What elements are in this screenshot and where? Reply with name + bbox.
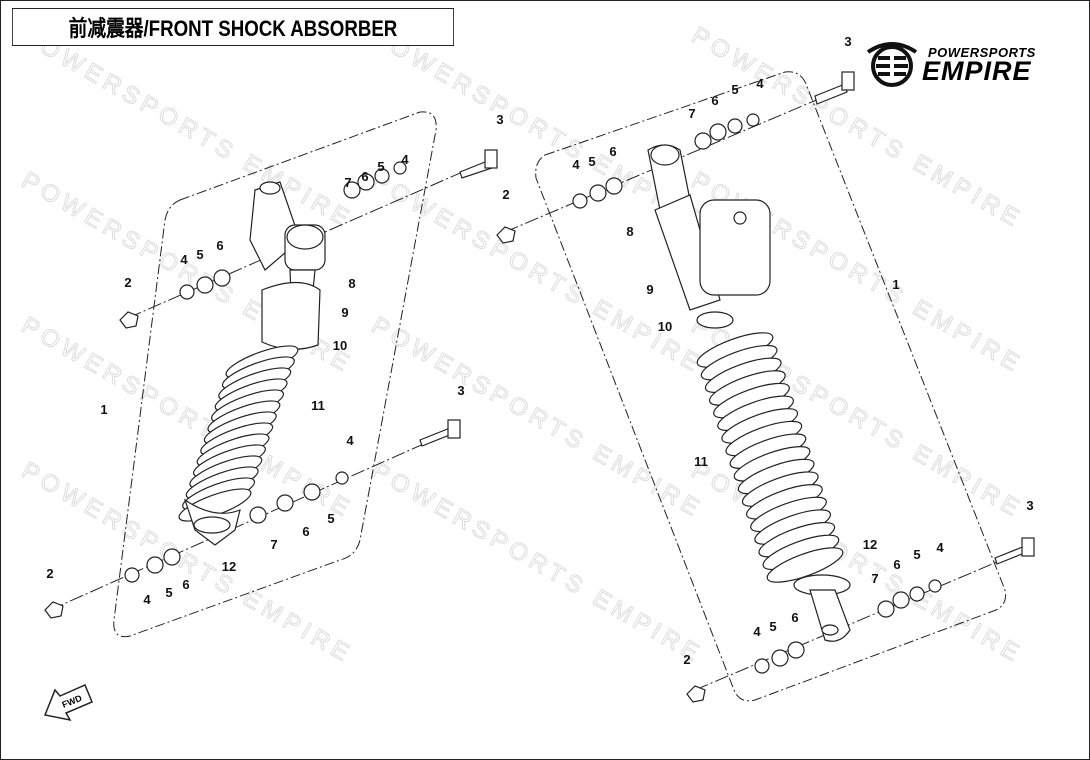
part-callout: 9 bbox=[646, 282, 653, 297]
part-callout: 1 bbox=[892, 277, 899, 292]
logo-line2: EMPIRE bbox=[922, 56, 1032, 86]
part-callout: 5 bbox=[377, 159, 384, 174]
part-callout: 2 bbox=[683, 652, 690, 667]
part-callout: 5 bbox=[913, 547, 920, 562]
wings-emblem-icon bbox=[866, 42, 918, 87]
part-callout: 3 bbox=[496, 112, 503, 127]
part-callout: 5 bbox=[588, 154, 595, 169]
part-callout: 9 bbox=[341, 305, 348, 320]
spring-coil bbox=[766, 547, 844, 583]
part-callout: 8 bbox=[626, 224, 633, 239]
part-callout: 6 bbox=[302, 524, 309, 539]
part-callout: 10 bbox=[658, 319, 672, 334]
right-shock-absorber bbox=[496, 71, 1035, 703]
page-title: 前减震器/FRONT SHOCK ABSORBER bbox=[12, 8, 454, 46]
part-callout: 6 bbox=[893, 557, 900, 572]
part-callout: 4 bbox=[401, 152, 409, 167]
part-callout: 5 bbox=[731, 82, 738, 97]
part-callout: 7 bbox=[344, 175, 351, 190]
part-callout: 7 bbox=[688, 106, 695, 121]
part-callout: 4 bbox=[936, 540, 944, 555]
logo-line1: POWERSPORTS bbox=[928, 45, 1036, 60]
part-callout: 6 bbox=[711, 93, 718, 108]
right-assembly-boundary bbox=[535, 71, 1007, 702]
part-callout: 12 bbox=[222, 559, 236, 574]
part-callout: 4 bbox=[180, 252, 188, 267]
part-callout: 3 bbox=[844, 34, 851, 49]
part-callout: 6 bbox=[791, 610, 798, 625]
part-callout: 2 bbox=[502, 187, 509, 202]
part-callout: 3 bbox=[457, 383, 464, 398]
part-callout: 4 bbox=[572, 157, 580, 172]
title-text: 前减震器/FRONT SHOCK ABSORBER bbox=[68, 16, 398, 41]
part-callout: 2 bbox=[124, 275, 131, 290]
part-callout: 6 bbox=[609, 144, 616, 159]
part-callout: 4 bbox=[756, 76, 764, 91]
part-callout: 10 bbox=[333, 338, 347, 353]
forward-arrow-icon: FWD bbox=[43, 684, 93, 722]
left-shock-absorber bbox=[44, 149, 498, 619]
part-callout: 7 bbox=[270, 537, 277, 552]
part-callout: 5 bbox=[327, 511, 334, 526]
part-callout: 2 bbox=[46, 566, 53, 581]
part-callout: 11 bbox=[694, 454, 708, 469]
brand-logo: POWERSPORTS EMPIRE bbox=[862, 38, 1062, 88]
part-callout: 11 bbox=[311, 398, 325, 413]
part-callout: 5 bbox=[165, 585, 172, 600]
part-callout: 1 bbox=[100, 402, 107, 417]
part-callout: 5 bbox=[196, 247, 203, 262]
left-assembly-boundary bbox=[113, 111, 437, 638]
part-callout: 4 bbox=[143, 592, 151, 607]
part-callout: 5 bbox=[769, 619, 776, 634]
part-callout: 3 bbox=[1026, 498, 1033, 513]
part-callout: 6 bbox=[361, 169, 368, 184]
part-callout: 6 bbox=[216, 238, 223, 253]
part-callout: 8 bbox=[348, 276, 355, 291]
part-callout: 6 bbox=[182, 577, 189, 592]
part-callout: 4 bbox=[346, 433, 354, 448]
part-callout: 12 bbox=[863, 537, 877, 552]
part-callout: 4 bbox=[753, 624, 761, 639]
part-callout: 7 bbox=[871, 571, 878, 586]
